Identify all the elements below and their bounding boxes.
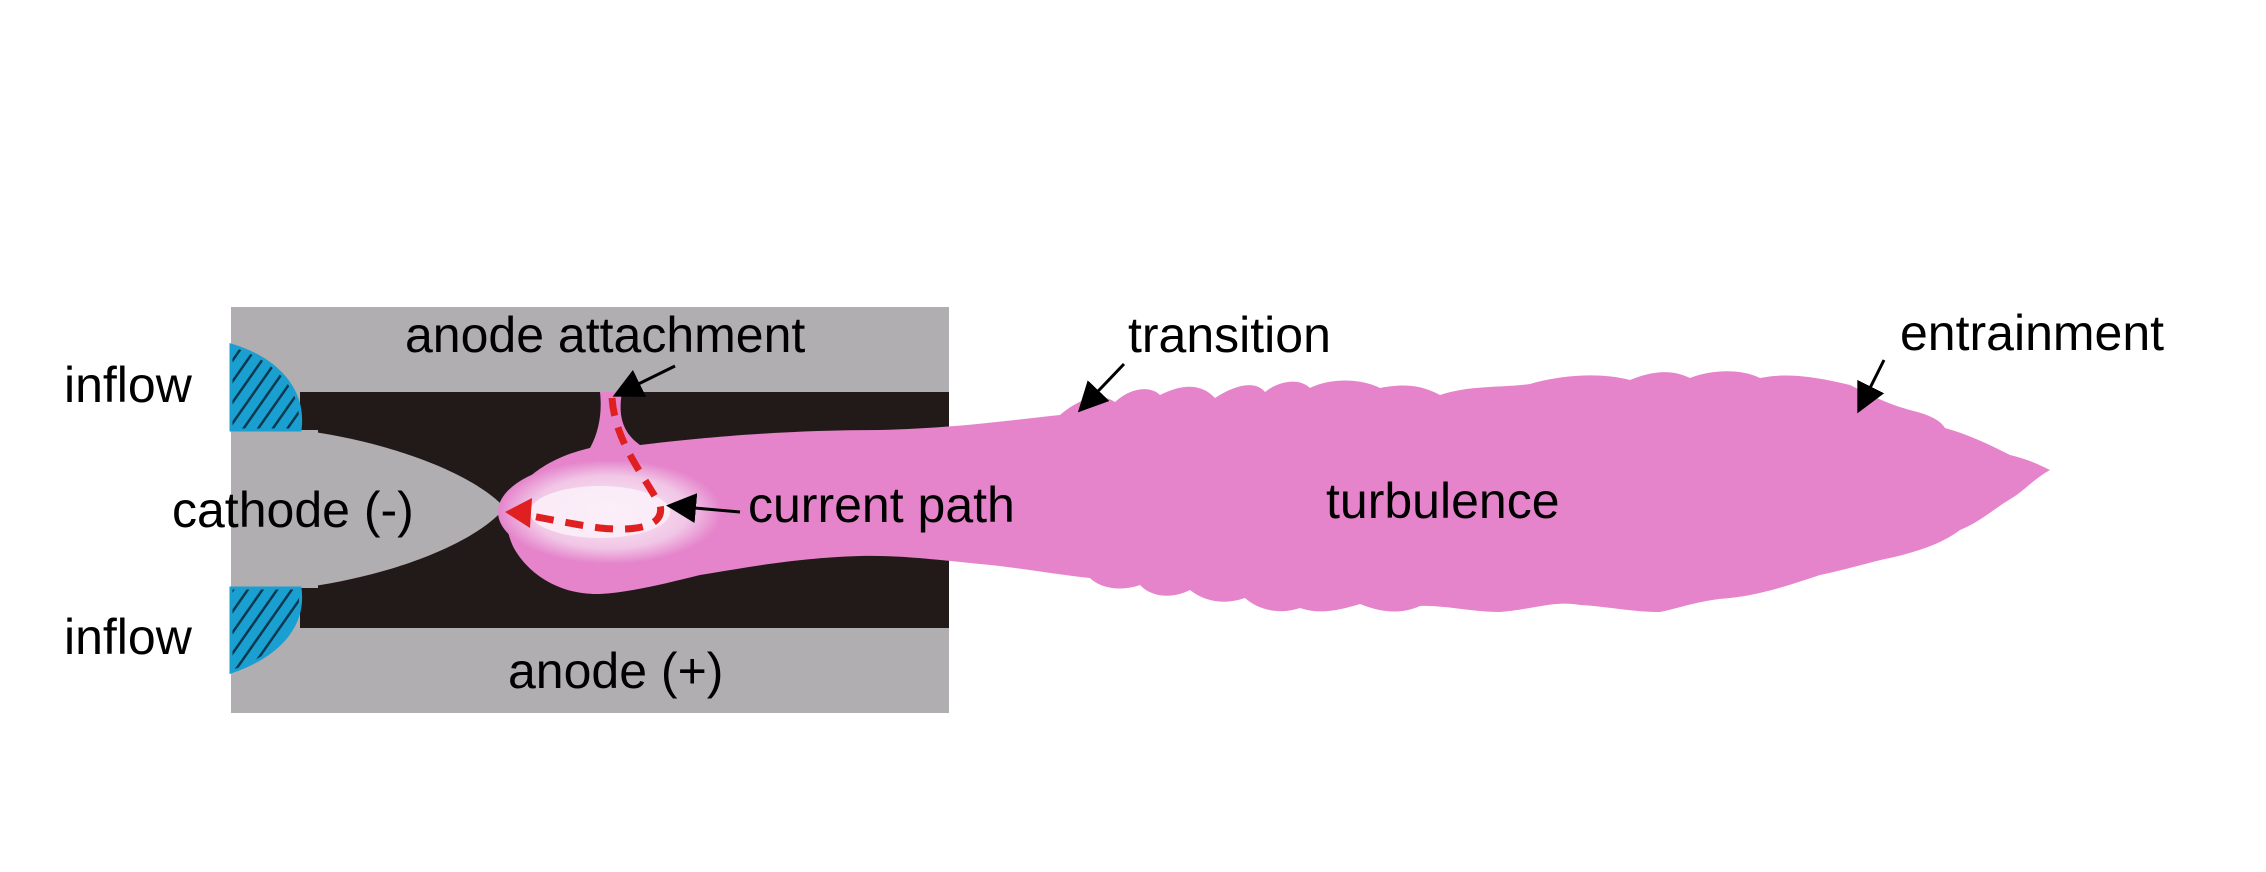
plasma-jet [505,371,2050,612]
entrainment-label: entrainment [1900,305,2164,361]
anode-label: anode (+) [508,643,723,699]
inflow-nozzle-bottom [229,586,303,675]
turbulence-label: turbulence [1326,473,1560,529]
current-path-arrow [666,493,741,524]
current-path-arrowhead [505,498,532,528]
inflow-bottom-label: inflow [64,609,193,665]
inflow-top-label: inflow [64,357,193,413]
transition-label: transition [1128,307,1331,363]
entrainment-arrow [1857,359,1886,414]
cathode-label: cathode (-) [172,482,414,538]
cathode-tip [231,430,505,588]
current-path-label: current path [748,477,1015,533]
anode-attachment-label: anode attachment [405,307,805,363]
inflow-nozzle-top [229,342,303,432]
anode-attachment-arrow [612,364,676,397]
transition-arrow [1077,362,1126,413]
